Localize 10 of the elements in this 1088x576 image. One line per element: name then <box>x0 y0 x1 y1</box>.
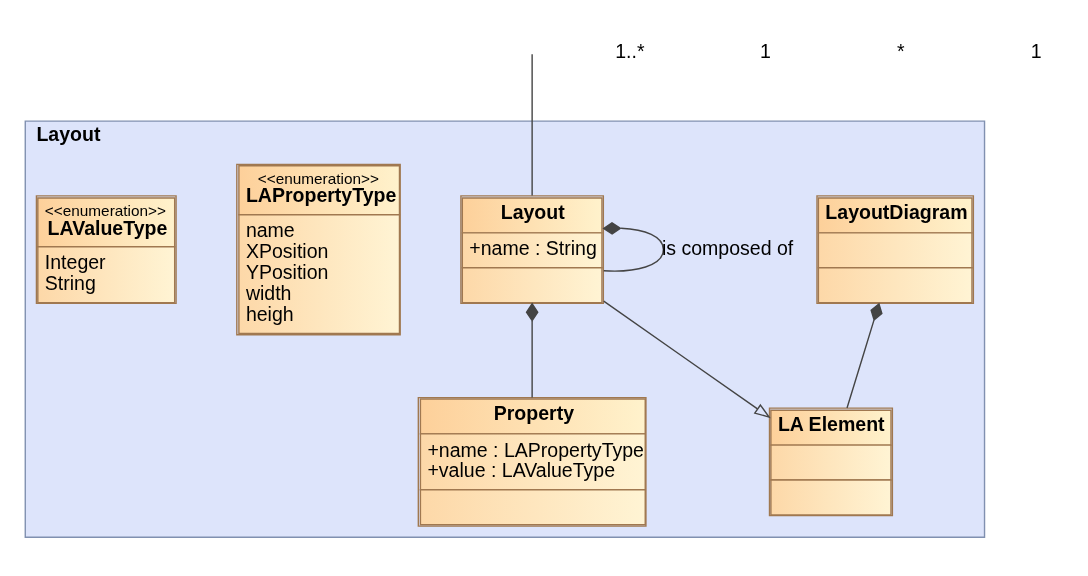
connector <box>525 302 539 399</box>
connector <box>531 53 533 197</box>
label: 1..* <box>615 39 645 62</box>
label: * <box>896 39 905 62</box>
arrow <box>603 300 771 419</box>
connector <box>602 221 665 272</box>
connector <box>846 302 883 409</box>
label: 1 <box>1030 39 1042 62</box>
edge-label: is composed of <box>661 236 794 259</box>
label: 1 <box>759 39 771 62</box>
